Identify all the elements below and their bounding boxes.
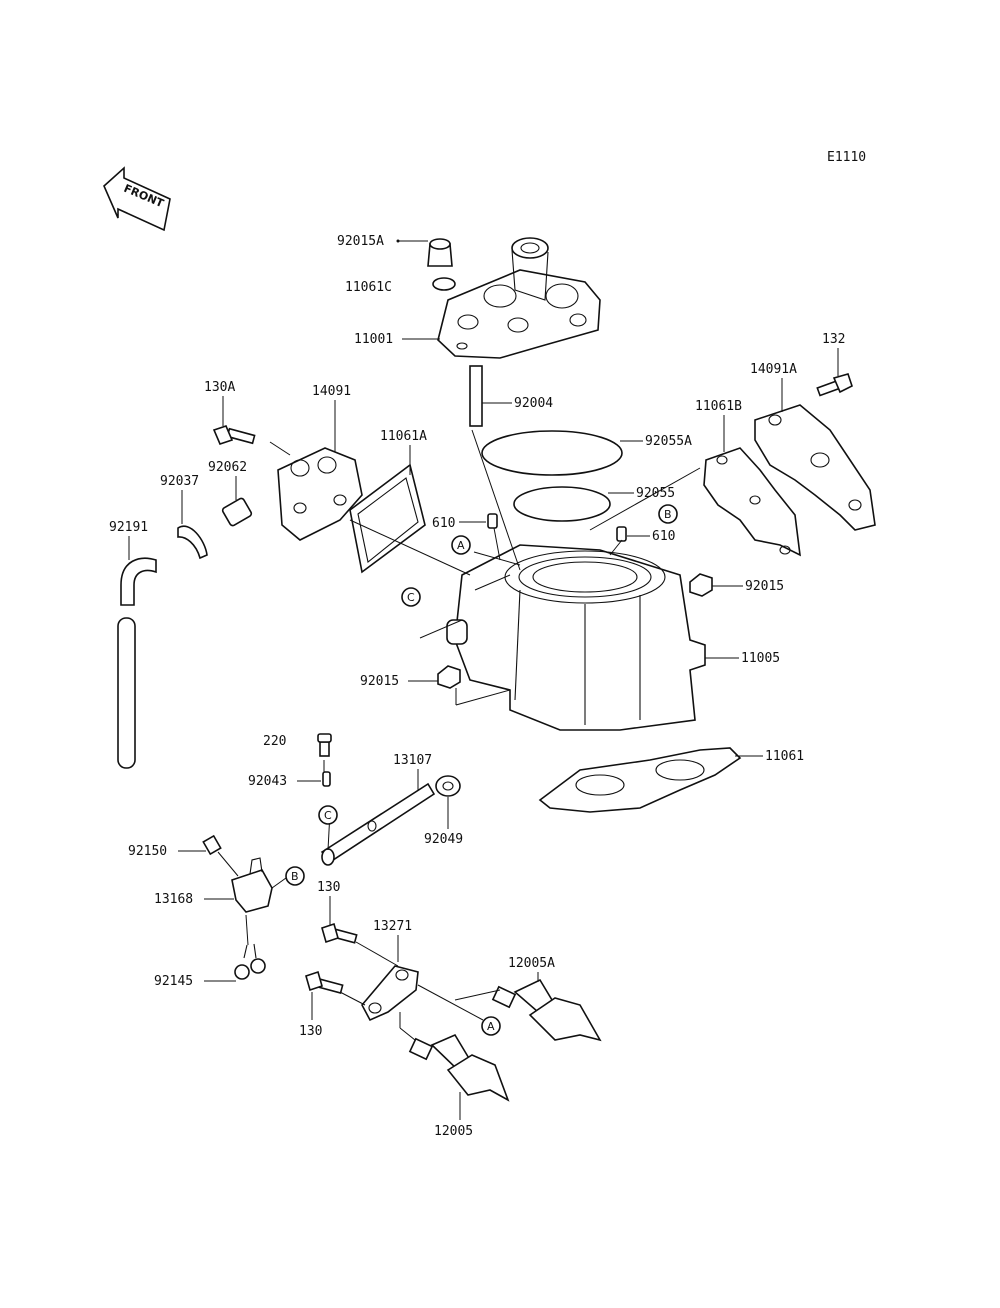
part-label-14091A: 14091A	[750, 362, 797, 377]
part-label-13107: 13107	[393, 753, 432, 768]
part-label-130A: 130A	[204, 380, 235, 395]
nut-92015-lower	[437, 665, 461, 689]
part-label-130-lower: 130	[299, 1024, 322, 1039]
part-label-11061: 11061	[765, 749, 804, 764]
part-label-92150: 92150	[128, 844, 167, 859]
o-ring-small	[513, 486, 611, 522]
bolt-130-lower	[305, 970, 344, 994]
cover-gasket-left	[349, 463, 426, 574]
part-label-92062: 92062	[208, 460, 247, 475]
part-label-11005: 11005	[741, 651, 780, 666]
part-label-13271: 13271	[373, 919, 412, 934]
part-label-92191: 92191	[109, 520, 148, 535]
oil-seal-92049	[435, 775, 461, 797]
holder-13271	[361, 965, 419, 1022]
pin-92062	[221, 497, 253, 527]
part-label-92145: 92145	[154, 974, 193, 989]
exhaust-valve-12005A	[491, 978, 602, 1042]
valve-shaft-13107	[320, 782, 436, 866]
front-arrow-icon: FRONT	[103, 166, 171, 232]
part-label-12005: 12005	[434, 1124, 473, 1139]
svg-text:B: B	[291, 870, 299, 883]
dowel-pin-right	[616, 526, 627, 542]
part-label-132: 132	[822, 332, 845, 347]
callout-b-upper: B	[658, 504, 678, 524]
cylinder-head	[437, 237, 601, 359]
part-label-92015A: 92015A	[337, 234, 384, 249]
part-label-610-right: 610	[652, 529, 675, 544]
callout-a-upper: A	[451, 535, 471, 555]
hose-92191	[117, 557, 157, 769]
svg-text:B: B	[664, 508, 672, 521]
callout-a-lower: A	[481, 1016, 501, 1036]
dowel-pin-left	[487, 513, 498, 529]
part-label-610-left: 610	[432, 516, 455, 531]
spring-92145	[234, 943, 266, 980]
part-label-92015-upper: 92015	[745, 579, 784, 594]
exhaust-valve-cover-right	[754, 404, 876, 531]
cylinder-head-nut	[427, 238, 453, 267]
svg-text:A: A	[487, 1020, 495, 1033]
part-label-92015-lower: 92015	[360, 674, 399, 689]
spring-clip-92037	[177, 525, 208, 560]
diagram-code: E1110	[827, 150, 866, 165]
washer	[432, 277, 456, 291]
svg-text:C: C	[324, 809, 332, 822]
o-ring-large	[481, 430, 623, 476]
bolt-220	[317, 733, 332, 757]
callout-c-upper: C	[401, 587, 421, 607]
svg-text:C: C	[407, 591, 415, 604]
part-label-92004: 92004	[514, 396, 553, 411]
assembly-lines	[217, 429, 701, 1041]
bolt-130A	[212, 425, 256, 445]
part-label-220: 220	[263, 734, 286, 749]
lever-13168	[231, 857, 273, 913]
part-label-130-upper: 130	[317, 880, 340, 895]
nut-92015-upper	[689, 573, 713, 597]
stud-bolt	[469, 365, 483, 427]
pin-92043	[322, 771, 331, 787]
part-label-13168: 13168	[154, 892, 193, 907]
part-label-11061B: 11061B	[695, 399, 742, 414]
part-label-11001: 11001	[354, 332, 393, 347]
part-label-12005A: 12005A	[508, 956, 555, 971]
callout-b-lower: B	[285, 866, 305, 886]
part-label-92049: 92049	[424, 832, 463, 847]
part-label-14091: 14091	[312, 384, 351, 399]
callout-c-lower: C	[318, 805, 338, 825]
exhaust-valve-cover-left	[277, 447, 363, 541]
base-gasket	[538, 747, 742, 813]
bolt-132	[816, 373, 853, 397]
bolt-92150	[202, 834, 222, 856]
exhaust-valve-12005	[408, 1033, 510, 1102]
part-label-92043: 92043	[248, 774, 287, 789]
part-label-92055A: 92055A	[645, 434, 692, 449]
part-label-11061C: 11061C	[345, 280, 392, 295]
svg-text:A: A	[457, 539, 465, 552]
part-label-11061A: 11061A	[380, 429, 427, 444]
part-label-92037: 92037	[160, 474, 199, 489]
cover-gasket-right	[703, 447, 801, 557]
cylinder-block	[446, 544, 706, 731]
bolt-130-upper	[321, 922, 358, 944]
